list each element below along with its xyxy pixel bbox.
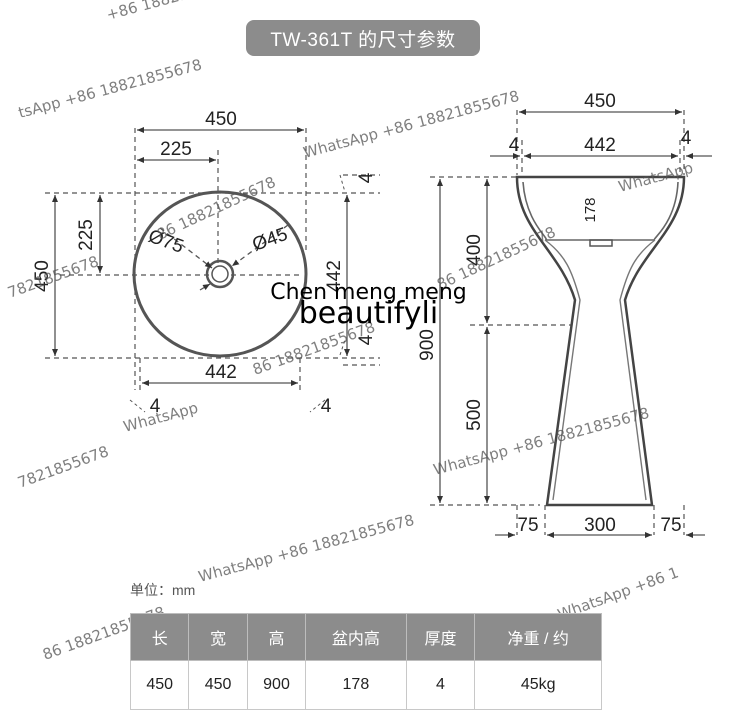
spec-value-row: 450 450 900 178 4 45kg xyxy=(129,660,602,710)
top-view-labels: 450 225 450 225 442 442 4 4 4 4 Ø75 Ø45 xyxy=(32,109,377,417)
value-net-weight: 45kg xyxy=(474,660,602,710)
watermark-text: WhatsApp xyxy=(121,399,200,436)
side-view xyxy=(430,109,712,538)
top-rim-right-label: 4 xyxy=(321,396,332,417)
base-width-label: 300 xyxy=(584,515,616,536)
side-rim-right-label: 4 xyxy=(681,128,692,149)
header-net-weight: 净重 / 约 xyxy=(474,613,602,661)
top-rim-side-label: 4 xyxy=(356,334,377,345)
brand-tagline: beautifyli xyxy=(298,296,439,331)
top-rim-left-label: 4 xyxy=(150,396,161,417)
side-width-label: 450 xyxy=(584,91,616,112)
value-width: 450 xyxy=(188,660,248,710)
top-inner-depth-label: 442 xyxy=(324,260,345,292)
drain-diameter-label: Ø45 xyxy=(250,224,291,256)
watermark-text: 7821855678 xyxy=(15,442,111,492)
upper-height-label: 400 xyxy=(464,234,485,266)
watermark-text: WhatsApp +86 18821855678 xyxy=(301,87,521,162)
top-view xyxy=(45,127,380,413)
top-width-label: 450 xyxy=(205,109,237,130)
header-width: 宽 xyxy=(188,613,248,661)
lower-height-label: 500 xyxy=(464,399,485,431)
header-basin-depth: 盆内高 xyxy=(305,613,407,661)
brand-name: Chen meng meng xyxy=(270,280,467,305)
value-thickness: 4 xyxy=(405,660,476,710)
spec-header-row: 长 宽 高 盆内高 厚度 净重 / 约 xyxy=(129,613,602,661)
value-height: 900 xyxy=(246,660,307,710)
top-half-width-label: 225 xyxy=(160,139,192,160)
top-half-depth-label: 225 xyxy=(76,219,97,251)
side-rim-left-label: 4 xyxy=(509,135,520,156)
top-inner-width-label: 442 xyxy=(205,362,237,383)
base-right-label: 75 xyxy=(660,515,681,536)
value-basin-depth: 178 xyxy=(305,660,407,710)
watermark-text: WhatsApp +86 18821855678 xyxy=(196,511,416,586)
watermark-text: +86 18821855678 xyxy=(104,0,245,24)
top-rim-top-label: 4 xyxy=(356,172,377,183)
value-length: 450 xyxy=(129,660,190,710)
side-inner-width-label: 442 xyxy=(584,135,616,156)
unit-label: 单位：mm xyxy=(130,582,196,598)
model-title: TW-361T 的尺寸参数 xyxy=(246,20,480,56)
basin-depth-label: 178 xyxy=(582,197,599,222)
top-depth-label: 450 xyxy=(32,260,53,292)
header-thickness: 厚度 xyxy=(405,613,476,661)
spec-table: 长 宽 高 盆内高 厚度 净重 / 约 450 450 900 178 4 45… xyxy=(129,613,602,710)
base-left-label: 75 xyxy=(517,515,538,536)
header-length: 长 xyxy=(129,613,190,661)
header-height: 高 xyxy=(246,613,307,661)
watermark-text: tsApp +86 18821855678 xyxy=(16,56,203,122)
side-view-labels: 450 442 4 4 178 400 900 500 75 300 75 xyxy=(417,91,692,536)
total-height-label: 900 xyxy=(417,329,438,361)
